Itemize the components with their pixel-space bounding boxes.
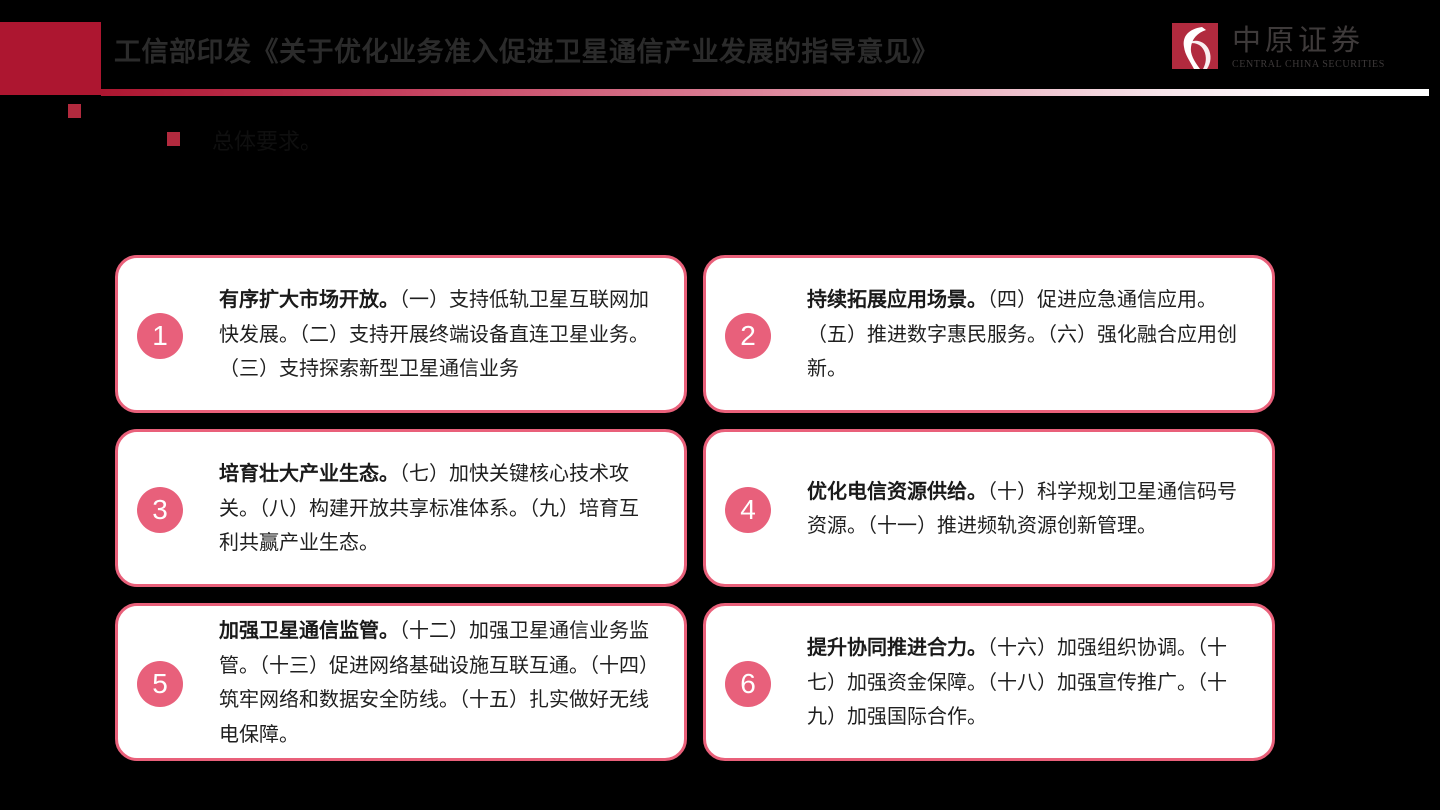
- card-body: （七）加快关键核心技术攻关。（八）构建开放共享标准体系。（九）培育互利共赢产业生…: [219, 461, 639, 555]
- company-logo: 中原证券 CENTRAL CHINA SECURITIES: [1172, 23, 1385, 71]
- number-badge: 5: [137, 661, 183, 707]
- bullet-square-icon: [167, 132, 180, 146]
- central-china-securities-logo-icon: [1172, 23, 1218, 69]
- number-badge: 1: [137, 313, 183, 359]
- policy-card-5: 5 加强卫星通信监管。（十二）加强卫星通信业务监管。（十三）促进网络基础设施互联…: [115, 603, 687, 761]
- card-heading: 优化电信资源供给。: [807, 478, 987, 503]
- card-content: 持续拓展应用场景。（四）促进应急通信应用。（五）推进数字惠民服务。（六）强化融合…: [807, 258, 1237, 410]
- card-body: （十六）加强组织协调。（十七）加强资金保障。（十八）加强宣传推广。（十九）加强国…: [807, 635, 1227, 729]
- card-content: 优化电信资源供给。（十）科学规划卫星通信码号资源。（十一）推进频轨资源创新管理。: [807, 432, 1237, 584]
- number-badge: 4: [725, 487, 771, 533]
- card-content: 培育壮大产业生态。（七）加快关键核心技术攻关。（八）构建开放共享标准体系。（九）…: [219, 432, 649, 584]
- policy-card-2: 2 持续拓展应用场景。（四）促进应急通信应用。（五）推进数字惠民服务。（六）强化…: [703, 255, 1275, 413]
- policy-card-6: 6 提升协同推进合力。（十六）加强组织协调。（十七）加强资金保障。（十八）加强宣…: [703, 603, 1275, 761]
- policy-card-3: 3 培育壮大产业生态。（七）加快关键核心技术攻关。（八）构建开放共享标准体系。（…: [115, 429, 687, 587]
- card-content: 有序扩大市场开放。（一）支持低轨卫星互联网加快发展。（二）支持开展终端设备直连卫…: [219, 258, 649, 410]
- card-heading: 加强卫星通信监管。: [219, 618, 399, 642]
- card-heading: 有序扩大市场开放。: [219, 287, 399, 312]
- number-badge: 6: [725, 661, 771, 707]
- card-content: 提升协同推进合力。（十六）加强组织协调。（十七）加强资金保障。（十八）加强宣传推…: [807, 606, 1237, 758]
- card-body: （十）科学规划卫星通信码号资源。（十一）推进频轨资源创新管理。: [807, 478, 1237, 538]
- logo-name-en: CENTRAL CHINA SECURITIES: [1232, 59, 1385, 70]
- logo-name-cn: 中原证券: [1232, 23, 1365, 57]
- header-divider: [101, 89, 1429, 96]
- card-heading: 持续拓展应用场景。: [807, 287, 987, 312]
- policy-card-1: 1 有序扩大市场开放。（一）支持低轨卫星互联网加快发展。（二）支持开展终端设备直…: [115, 255, 687, 413]
- section-subheading: 总体要求。: [212, 130, 323, 155]
- card-body: （十二）加强卫星通信业务监管。（十三）促进网络基础设施互联互通。（十四）筑牢网络…: [219, 618, 649, 746]
- bullet-square-icon: [68, 104, 81, 118]
- card-heading: 提升协同推进合力。: [807, 635, 987, 660]
- policy-card-4: 4 优化电信资源供给。（十）科学规划卫星通信码号资源。（十一）推进频轨资源创新管…: [703, 429, 1275, 587]
- card-body: （一）支持低轨卫星互联网加快发展。（二）支持开展终端设备直连卫星业务。（三）支持…: [219, 287, 649, 381]
- card-heading: 培育壮大产业生态。: [219, 461, 399, 486]
- number-badge: 3: [137, 487, 183, 533]
- card-content: 加强卫星通信监管。（十二）加强卫星通信业务监管。（十三）促进网络基础设施互联互通…: [219, 606, 649, 758]
- card-body: （四）促进应急通信应用。（五）推进数字惠民服务。（六）强化融合应用创新。: [807, 287, 1237, 381]
- header-accent-block: [0, 22, 101, 95]
- page-title: 工信部印发《关于优化业务准入促进卫星通信产业发展的指导意见》: [114, 37, 939, 68]
- number-badge: 2: [725, 313, 771, 359]
